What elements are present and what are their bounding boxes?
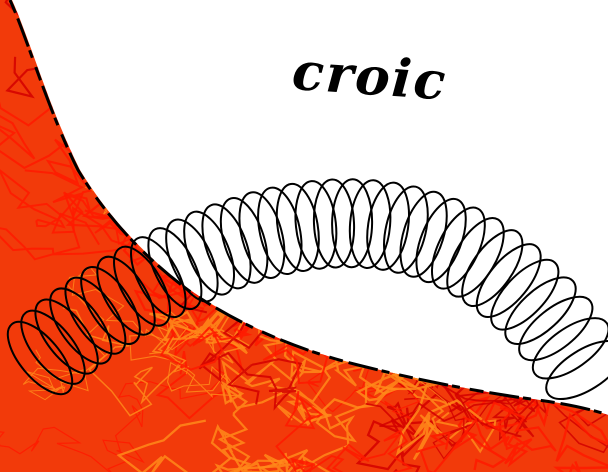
coil-loop <box>201 203 252 290</box>
scribble-stroke <box>415 401 557 472</box>
coil-loop <box>504 276 577 345</box>
coil-loop <box>275 182 320 272</box>
hill-edge-line <box>8 0 608 417</box>
coil-loop <box>130 236 187 319</box>
coil-loop <box>399 190 448 278</box>
coil-loop <box>96 255 156 336</box>
scribble-stroke <box>116 419 309 472</box>
coil-loop <box>238 191 286 279</box>
scribble-stroke <box>0 169 128 261</box>
coil-loop <box>80 266 141 345</box>
coil-loop <box>545 340 608 400</box>
coil-loop <box>475 243 542 318</box>
coil-loop <box>49 287 113 365</box>
coil-loop <box>113 245 171 327</box>
coil-loop <box>165 218 219 303</box>
coil-loop <box>490 258 560 331</box>
scribble-stroke <box>294 360 483 461</box>
coil-loop <box>257 186 303 276</box>
coil-loop <box>366 181 410 271</box>
scribble-stroke <box>178 282 319 411</box>
coil-loop <box>219 197 269 284</box>
scribble-stroke <box>62 306 252 417</box>
scribble-stroke <box>275 391 413 472</box>
coil-loop <box>383 185 429 274</box>
coil-spring <box>6 178 608 400</box>
coil-loop <box>461 229 524 307</box>
drawing-title: croic <box>290 41 449 113</box>
coil-loop <box>64 276 127 355</box>
coil-loop <box>531 317 608 380</box>
coil-loop <box>20 309 86 385</box>
coil-loop <box>348 179 392 269</box>
coil-loop <box>312 178 356 269</box>
scribble-stroke <box>22 266 216 401</box>
coil-loop <box>34 298 99 375</box>
scribble-stroke <box>221 308 332 417</box>
coil-loop <box>147 227 203 311</box>
coil-loop <box>415 197 467 284</box>
scribble-stroke <box>457 391 608 472</box>
coil-loop <box>294 180 338 270</box>
coil-loop <box>331 178 374 269</box>
scribble-stroke <box>0 367 233 472</box>
coil-loop <box>518 295 594 362</box>
coil-loop <box>183 210 236 296</box>
coil-loop <box>6 320 74 396</box>
